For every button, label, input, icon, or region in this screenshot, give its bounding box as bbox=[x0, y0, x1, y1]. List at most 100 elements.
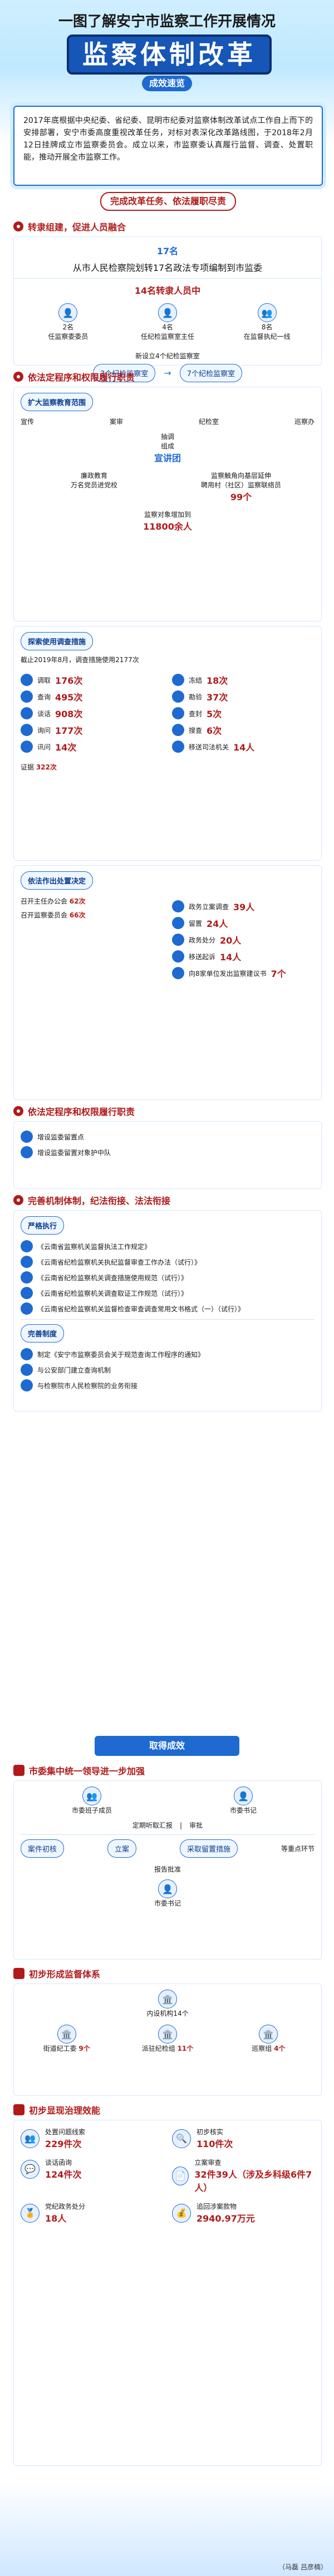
effect-item: 📄 立案审查 32件39人（涉及乡科级6件7人） bbox=[172, 2158, 315, 2194]
building-icon: 🏛️ bbox=[158, 2025, 177, 2044]
network-icon bbox=[13, 1968, 24, 1979]
network-block: 🏛️ 内设机构14个 🏛️ 街道纪工委 9个 🏛️ 派驻纪检组 11个 🏛️ 巡… bbox=[13, 1983, 322, 2096]
new-units-line1: 新设立4个纪检监察室 bbox=[135, 352, 200, 360]
transfer-line: 从市人民检察院划转17名政法专项编制到市监委 bbox=[72, 263, 263, 273]
transfer-block: 17名 从市人民检察院划转17名政法专项编制到市监委 14名转隶人员中 👤 2名… bbox=[13, 236, 322, 382]
flag-icon bbox=[13, 1765, 24, 1776]
assignment-item-1: 👤 4名 任纪检监察室主任 bbox=[122, 303, 213, 341]
meeting-item: 召开监察委员会 66次 bbox=[21, 911, 86, 919]
scope-branches: 廉政教育 万名党员进党校 监察触角向基层延伸 聘用村（社区）监察联络员 99个 bbox=[70, 472, 281, 502]
assignment-item-2: 👥 8名 在监督执纪一线 bbox=[222, 303, 312, 341]
effect-item: 👥 处置问题线索 229件次 bbox=[21, 2127, 163, 2150]
rule-item: 《云南省监察机关监督执法工作规定》 bbox=[21, 1240, 315, 1252]
improve-block: 增设监委留置点 增设监委留置对象护中队 bbox=[13, 1121, 322, 1189]
megaphone-icon bbox=[13, 221, 23, 231]
effectiveness-row: 💬 谈话函询 124件次 📄 立案审查 32件39人（涉及乡科级6件7人） bbox=[21, 2158, 315, 2194]
improve-list: 增设监委留置点 增设监委留置对象护中队 bbox=[14, 1122, 321, 1167]
rules-block: 严格执行 《云南省监察机关监督执法工作规定》 《云南省纪检监察机关执纪监督审查工… bbox=[13, 1210, 322, 1412]
expand-scope-title: 扩大监察教育范围 bbox=[21, 393, 94, 411]
header: 一图了解安宁市监察工作开展情况 监察体制改革 成效速览 bbox=[0, 0, 334, 100]
money-icon: 💰 bbox=[172, 2203, 191, 2223]
assignments-row: 👤 2名 任监察委委员 👤 4名 任纪检监察室主任 👥 8名 在监督执纪一线 bbox=[14, 297, 321, 348]
scales-icon bbox=[13, 1195, 23, 1205]
scope-center-lines: 抽调 组成 宣讲团 bbox=[154, 433, 181, 463]
duty-subhead: 依法定程序和权限履行职责 bbox=[13, 370, 135, 383]
effectiveness-title: 初步显现治理效能 bbox=[13, 2103, 100, 2116]
rule-item: 《云南省纪检监察机关监督检查审查调查常用文书格式（一）（试行）》 bbox=[21, 1302, 315, 1315]
document-icon: 📄 bbox=[172, 2166, 189, 2185]
badge-icon: 🏅 bbox=[21, 2203, 40, 2223]
improve-item: 增设监委留置对象护中队 bbox=[21, 1146, 315, 1158]
effectiveness-block: 👥 处置问题线索 229件次 🔍 初步核实 110件次 bbox=[13, 2120, 322, 2466]
effect-item: 🏅 党纪政务处分 18人 bbox=[21, 2202, 163, 2224]
unit-item: 🏛️ 派驻纪检组 11个 bbox=[121, 2025, 213, 2053]
footer-gradient bbox=[0, 2481, 334, 2576]
investigation-title: 探索使用调查措施 bbox=[21, 632, 94, 650]
person-icon: 👤 bbox=[158, 303, 177, 322]
rule-item: 《云南省纪检监察机关执纪监督审查工作办法（试行）》 bbox=[21, 1256, 315, 1268]
search-icon: 🔍 bbox=[172, 2129, 191, 2148]
effectiveness-row: 🏅 党纪政务处分 18人 💰 追回涉案款物 2940.97万元 bbox=[21, 2202, 315, 2224]
decisions-title: 依法作出处置决定 bbox=[21, 871, 94, 890]
intro-card: 2017年底根据中央纪委、省纪委、昆明市纪委对监察体制改革试点工作自上而下的安排… bbox=[13, 106, 323, 186]
rules-list: 《云南省监察机关监督执法工作规定》 《云南省纪检监察机关执纪监督审查工作办法（试… bbox=[21, 1240, 315, 1315]
people-icon: 👥 bbox=[82, 1787, 101, 1805]
building-icon: 🏛️ bbox=[158, 1990, 177, 2009]
central-lead-block: 👥 市委班子成员 👤 市委书记 定期听取汇报 | 审批 案件初核 立案 采取留置… bbox=[13, 1780, 322, 1960]
building-icon: 🏛️ bbox=[259, 2025, 278, 2044]
system-subhead: 完善机制体制，纪法衔接、法法衔接 bbox=[13, 1193, 170, 1207]
effectiveness-row: 👥 处置问题线索 229件次 🔍 初步核实 110件次 bbox=[21, 2127, 315, 2150]
scope-block: 扩大监察教育范围 宣传 案审 纪检室 巡察办 抽调 组成 宣讲团 廉政教育 万名… bbox=[13, 387, 322, 621]
rule-item: 《云南省纪检监察机关调查措施使用规范（试行）》 bbox=[21, 1271, 315, 1284]
mechanisms-sub: 完善制度 bbox=[21, 1324, 65, 1343]
improve-subhead: 依法定程序和权限履行职责 bbox=[13, 1104, 135, 1118]
units-arrow-line: 3个纪检监察室 → 7个纪检监察室 bbox=[14, 364, 321, 382]
chat-icon: 💬 bbox=[21, 2159, 40, 2179]
personnel-title: 14名转隶人员中 bbox=[134, 285, 201, 296]
rule-item: 《云南省纪检监察机关调查取证工作规范（试行）》 bbox=[21, 1287, 315, 1299]
mechanism-item: 与公安部门建立查询机制 bbox=[21, 1364, 315, 1376]
meeting-item: 召开主任办公会 62次 bbox=[21, 897, 86, 905]
review-lines: 定期听取汇报 | 审批 bbox=[132, 1822, 203, 1829]
transfer-title: 转隶组建，促进人员融合 bbox=[28, 222, 126, 233]
mechanism-item: 与检察院市人民检察院的业务衔接 bbox=[21, 1379, 315, 1391]
rules-strict-label: 严格执行 bbox=[21, 1216, 65, 1235]
subtitle-pill: 成效速览 bbox=[142, 76, 192, 91]
improve-item: 增设监委留置点 bbox=[21, 1131, 315, 1143]
report-approval: 报告批准 bbox=[154, 1866, 181, 1873]
main-title-banner: 监察体制改革 bbox=[67, 34, 272, 75]
investigation-as-of: 截止2019年8月，调查措施使用2177次 bbox=[21, 656, 139, 664]
secretary-node: 👤 市委书记 bbox=[21, 1879, 315, 1908]
case-flow-row: 案件初核 立案 采取留置措施 等重点环节 bbox=[21, 1839, 315, 1858]
top-title: 一图了解安宁市监察工作开展情况 bbox=[58, 13, 276, 30]
unit-item: 🏛️ 巡察组 4个 bbox=[223, 2025, 315, 2053]
transfer-count: 17名 bbox=[156, 246, 179, 256]
mechanisms-list: 制定《安宁市监察委员会关于规范查询工作程序的通知》 与公安部门建立查询机制 与检… bbox=[21, 1348, 315, 1391]
credit: （马磊 吕彦楠） bbox=[278, 2563, 327, 2571]
supervision-added: 监察对象增加到 11800余人 bbox=[143, 511, 192, 532]
mechanism-item: 制定《安宁市监察委员会关于规范查询工作程序的通知》 bbox=[21, 1348, 315, 1360]
scope-nodes: 宣传 案审 纪检室 巡察办 bbox=[21, 418, 315, 426]
results-banner: 取得成效 bbox=[95, 1736, 239, 1756]
effect-item: 💰 追回涉案款物 2940.97万元 bbox=[172, 2202, 315, 2224]
central-lead-title: 市委集中统一领导进一步加强 bbox=[13, 1764, 145, 1777]
people-icon: 👥 bbox=[257, 303, 277, 322]
settings-icon bbox=[13, 1106, 23, 1116]
